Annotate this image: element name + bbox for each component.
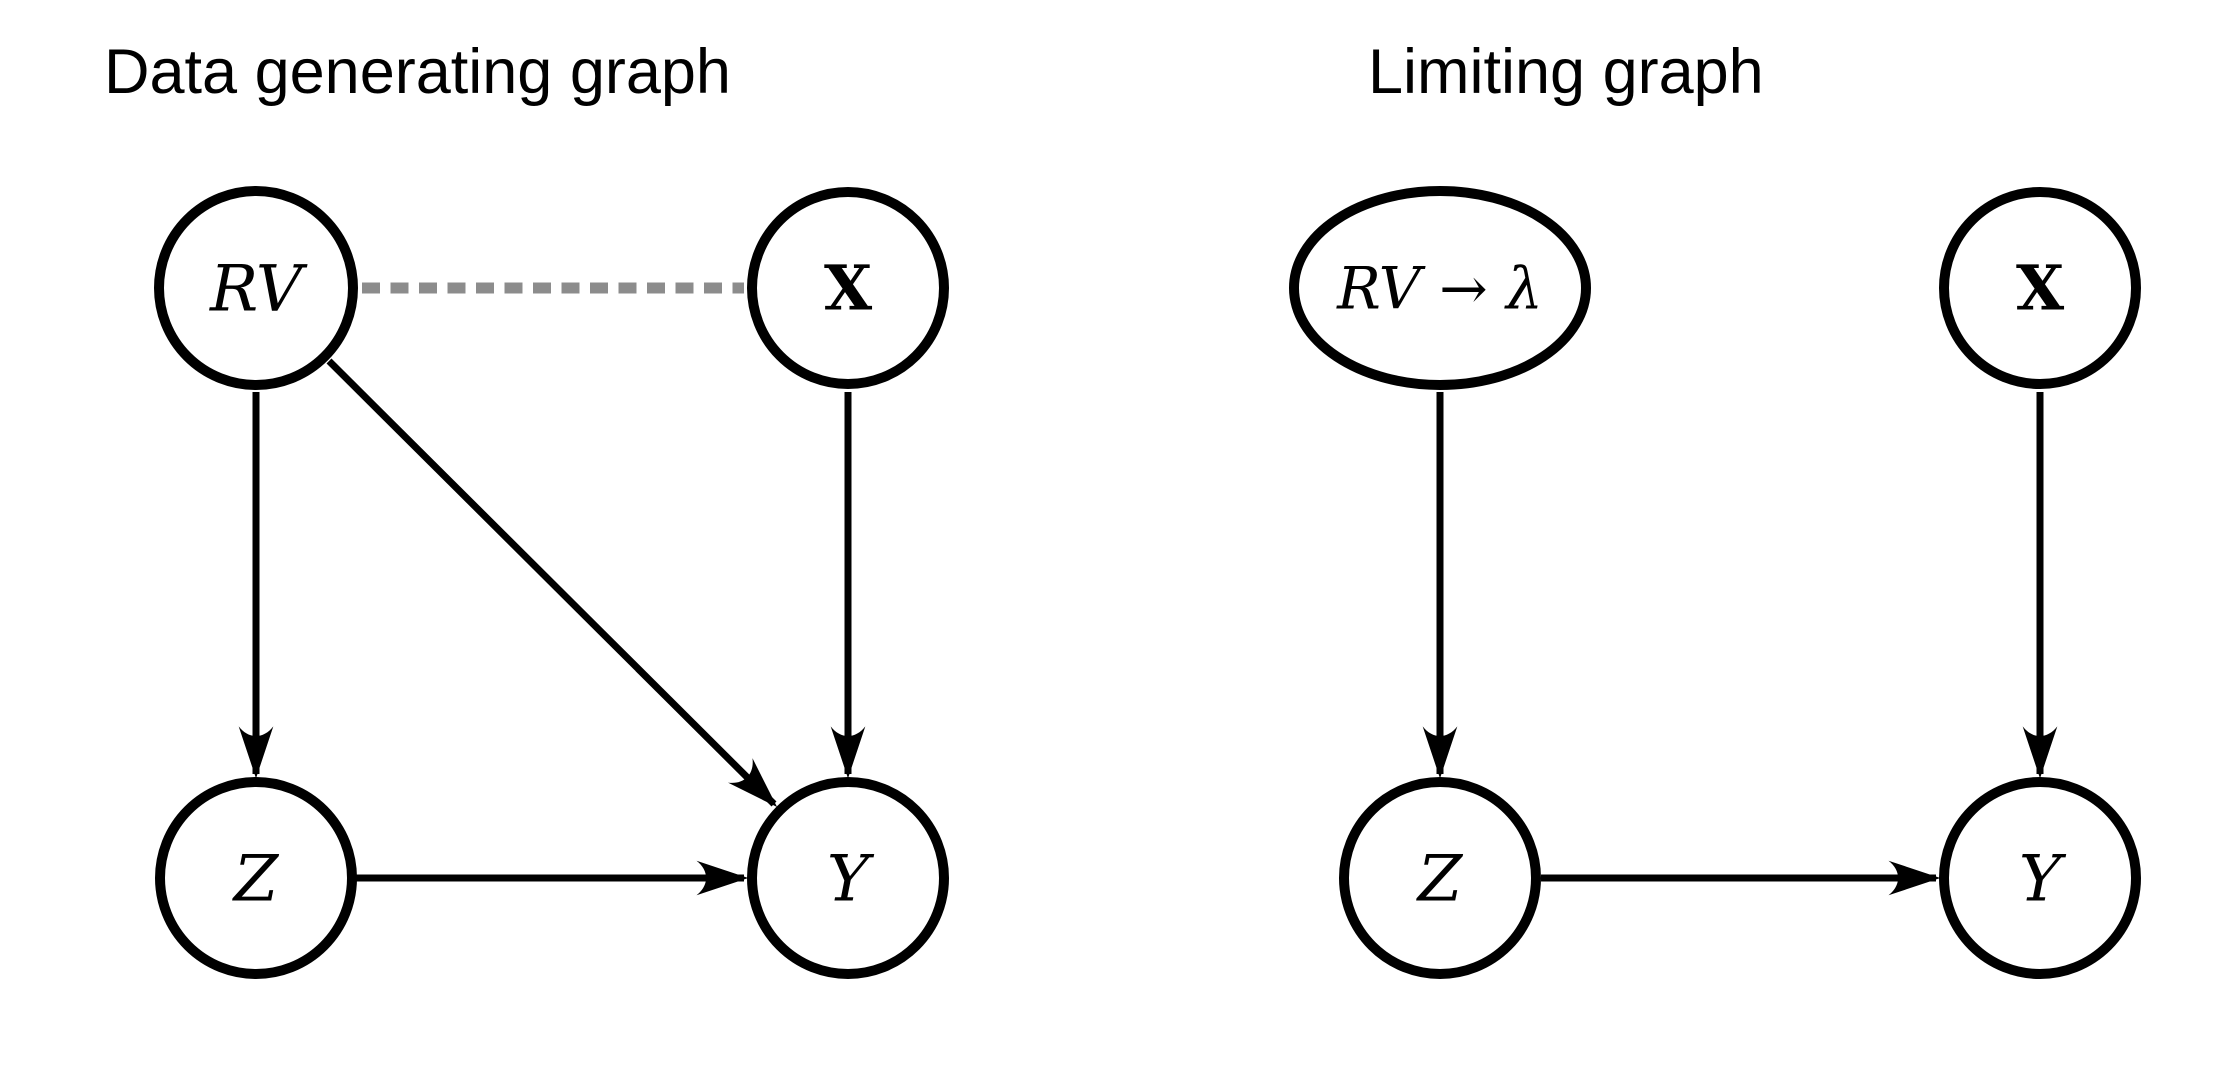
left-node-rv: RV: [154, 186, 358, 390]
left-node-y-label: Y: [827, 842, 875, 916]
right-node-x-label: X: [2016, 252, 2065, 325]
right-node-x-circle: [1939, 187, 2141, 389]
left-node-rv-label: RV: [209, 252, 308, 326]
left-graph-title: Data generating graph: [104, 37, 731, 107]
right-node-rv-lambda: RV → λ: [1289, 186, 1591, 390]
left-node-z: Z: [155, 777, 357, 979]
right-graph-title: Limiting graph: [1368, 37, 1764, 107]
right-graph: RV → λ X Z Y: [1289, 186, 2141, 979]
left-node-x-circle: [747, 187, 949, 389]
right-node-rv-lambda-label: RV → λ: [1336, 254, 1543, 322]
right-node-y: Y: [1939, 777, 2141, 979]
left-graph: RV X Z Y: [154, 186, 949, 979]
left-node-z-label: Z: [232, 842, 280, 916]
right-node-y-circle: [1939, 777, 2141, 979]
right-node-z-label: Z: [1416, 842, 1464, 916]
right-node-z: Z: [1339, 777, 1541, 979]
left-node-y: Y: [747, 777, 949, 979]
left-node-x: X: [747, 187, 949, 389]
left-node-y-circle: [747, 777, 949, 979]
left-node-z-circle: [155, 777, 357, 979]
left-node-rv-circle: [154, 186, 358, 390]
right-node-x: X: [1939, 187, 2141, 389]
right-node-z-circle: [1339, 777, 1541, 979]
right-node-rv-lambda-ellipse: [1289, 186, 1591, 390]
right-node-y-label: Y: [2019, 842, 2067, 916]
left-edge-rv-to-y: [326, 358, 778, 808]
left-node-x-label: X: [824, 252, 873, 325]
